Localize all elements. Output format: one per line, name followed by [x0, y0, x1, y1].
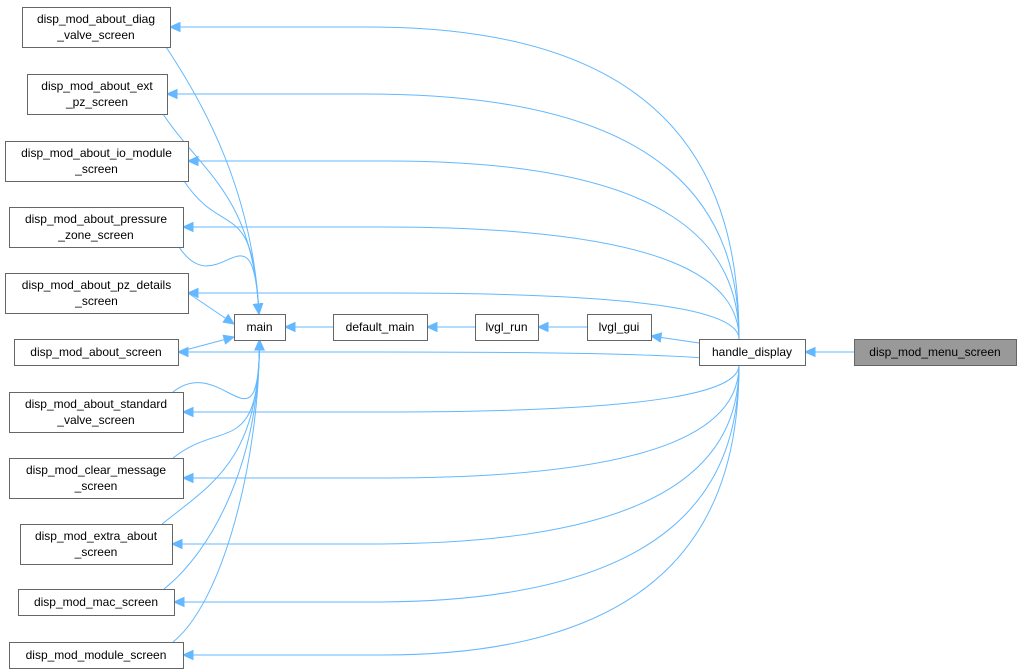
node-box — [475, 314, 539, 341]
node-box — [22, 7, 171, 48]
node-label: _screen — [74, 479, 118, 493]
edge-handle_display-to-clear_msg-arrowhead — [181, 472, 194, 484]
node-label: _pz_screen — [65, 95, 128, 109]
node-box — [5, 141, 189, 182]
edge-handle_display-to-std_valve-arrowhead — [181, 406, 194, 418]
edge-handle_display-to-extra_about-arrowhead — [170, 538, 183, 550]
node-label: disp_mod_about_ext — [41, 79, 153, 93]
edge-handle_display-to-module — [183, 364, 740, 656]
node-label: disp_mod_about_standard — [25, 397, 167, 411]
node-label: disp_mod_about_pressure — [25, 212, 167, 226]
edge-handle_display-to-ext_pz-arrowhead — [165, 88, 178, 100]
node-label: lvgl_gui — [599, 320, 640, 334]
node-pz_details[interactable]: disp_mod_about_pz_details _screen — [5, 273, 189, 314]
node-io_module[interactable]: disp_mod_about_io_module _screen — [5, 141, 189, 182]
edge-pressure_zone-to-main — [178, 246, 260, 315]
edge-mac-to-main — [163, 339, 260, 590]
node-extra_about[interactable]: disp_mod_extra_about _screen — [20, 524, 173, 565]
edge-handle_display-to-extra_about — [172, 364, 740, 545]
edge-about-to-main-arrowhead — [222, 334, 236, 345]
node-box — [20, 524, 173, 565]
edge-handle_display-to-diag_valve — [170, 26, 740, 340]
node-label: disp_mod_extra_about — [35, 529, 158, 543]
edge-pressure_zone-to-main-arrowhead — [252, 303, 264, 316]
edge-handle_display-to-pressure_zone — [183, 226, 740, 340]
edge-handle_display-to-module-arrowhead — [181, 649, 194, 661]
node-box — [333, 314, 428, 341]
nodes-layer: disp_mod_about_diag_valve_screendisp_mod… — [5, 7, 1017, 669]
edge-handle_display-to-pz_details — [188, 292, 740, 340]
node-box — [587, 314, 652, 341]
node-ext_pz[interactable]: disp_mod_about_ext _pz_screen — [27, 74, 168, 115]
node-label: disp_mod_mac_screen — [34, 595, 158, 609]
edge-handle_display-to-ext_pz — [167, 93, 740, 340]
node-label: _screen — [74, 294, 118, 308]
node-mac[interactable]: disp_mod_mac_screen — [18, 589, 175, 616]
edge-menu-to-handle_display-arrowhead — [803, 346, 816, 358]
edge-handle_display-to-pz_details-arrowhead — [186, 287, 199, 299]
edge-module-to-main — [172, 339, 260, 643]
edge-handle_display-to-std_valve — [183, 364, 740, 413]
node-lvgl_run[interactable]: lvgl_run — [475, 314, 539, 341]
node-label: disp_mod_about_io_module — [21, 146, 172, 160]
node-label: _screen — [74, 162, 118, 176]
edge-handle_display-to-diag_valve-arrowhead — [168, 21, 181, 33]
node-box — [854, 339, 1017, 366]
edge-pz_details-to-main-arrowhead — [222, 313, 236, 325]
node-box — [27, 74, 168, 115]
node-default_main[interactable]: default_main — [333, 314, 428, 341]
node-label: disp_mod_menu_screen — [869, 345, 1000, 359]
node-box — [9, 642, 184, 669]
node-label: default_main — [346, 320, 415, 334]
node-box — [18, 589, 175, 616]
node-module[interactable]: disp_mod_module_screen — [9, 642, 184, 669]
node-label: _valve_screen — [56, 413, 134, 427]
node-box — [9, 392, 184, 433]
edge-io_module-to-main — [183, 180, 260, 315]
edge-lvgl_run-to-default_main-arrowhead — [425, 321, 438, 333]
node-label: disp_mod_about_diag — [37, 12, 155, 26]
node-box — [9, 458, 184, 499]
node-menu[interactable]: disp_mod_menu_screen — [854, 339, 1017, 366]
node-box — [699, 339, 806, 366]
node-label: _zone_screen — [57, 228, 133, 242]
node-label: main — [246, 320, 272, 334]
node-box — [5, 273, 189, 314]
edge-handle_display-to-lvgl_gui-arrowhead — [649, 332, 663, 343]
node-handle_display[interactable]: handle_display — [699, 339, 806, 366]
node-clear_msg[interactable]: disp_mod_clear_message _screen — [9, 458, 184, 499]
node-label: _valve_screen — [56, 28, 134, 42]
node-lvgl_gui[interactable]: lvgl_gui — [587, 314, 652, 341]
node-std_valve[interactable]: disp_mod_about_standard _valve_screen — [9, 392, 184, 433]
node-box — [234, 314, 286, 341]
node-label: disp_mod_about_screen — [30, 345, 161, 359]
edge-lvgl_gui-to-lvgl_run-arrowhead — [536, 321, 549, 333]
edge-default_main-to-main-arrowhead — [283, 321, 296, 333]
edge-handle_display-to-io_module — [188, 160, 740, 340]
edge-handle_display-to-clear_msg — [183, 364, 740, 479]
node-box — [14, 339, 179, 366]
node-label: _screen — [74, 545, 118, 559]
node-label: handle_display — [712, 345, 792, 359]
edge-handle_display-to-io_module-arrowhead — [186, 155, 199, 167]
node-pressure_zone[interactable]: disp_mod_about_pressure _zone_screen — [9, 207, 184, 248]
node-about[interactable]: disp_mod_about_screen — [14, 339, 179, 366]
node-label: disp_mod_about_pz_details — [22, 278, 171, 292]
node-box — [9, 207, 184, 248]
edge-handle_display-to-mac — [174, 364, 740, 603]
node-label: disp_mod_module_screen — [26, 648, 167, 662]
edge-module-to-main-arrowhead — [254, 338, 265, 351]
node-label: disp_mod_clear_message — [26, 463, 166, 477]
node-label: lvgl_run — [485, 320, 527, 334]
edge-handle_display-to-mac-arrowhead — [172, 596, 185, 608]
edge-handle_display-to-about — [178, 351, 740, 366]
edge-clear_msg-to-main — [172, 339, 260, 459]
edge-handle_display-to-pressure_zone-arrowhead — [181, 221, 194, 233]
node-diag_valve[interactable]: disp_mod_about_diag _valve_screen — [22, 7, 171, 48]
node-main[interactable]: main — [234, 314, 286, 341]
